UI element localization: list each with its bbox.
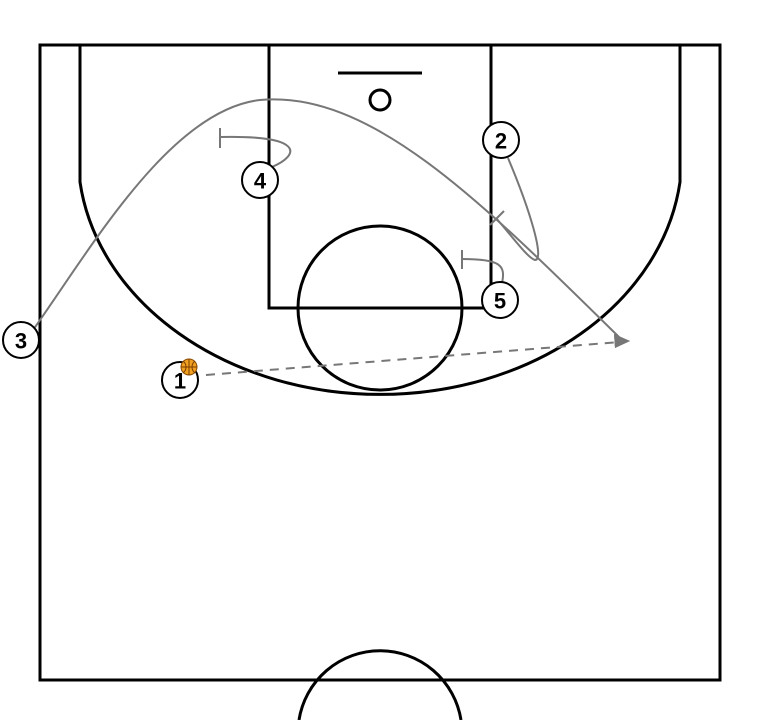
- player-1: 1: [161, 358, 199, 399]
- player-4-marker: [241, 161, 279, 199]
- paint-lane: [267, 43, 493, 310]
- center-circle: [297, 649, 463, 720]
- player-2-marker: [482, 121, 520, 159]
- court-lines: [38, 43, 722, 720]
- basketball-seam: [181, 359, 197, 375]
- movement-lines: [32, 98, 630, 376]
- free-throw-circle: [296, 224, 464, 392]
- player-3-cut-path: [32, 98, 623, 341]
- court-boundary: [38, 43, 722, 682]
- player-2-screen-bar: [489, 210, 505, 226]
- player-2-label: 2: [495, 129, 507, 154]
- player-5-marker: [481, 281, 519, 319]
- player-5-label: 5: [494, 289, 506, 314]
- basket-rim: [368, 88, 392, 112]
- pass-line: [205, 341, 621, 376]
- pass-arrowhead: [614, 334, 630, 348]
- player-3: 3: [2, 321, 40, 359]
- player-1-label: 1: [174, 369, 186, 394]
- player-5-screen-path: [461, 258, 504, 284]
- player-5: 5: [481, 281, 519, 319]
- player-2-screen-path: [495, 157, 540, 262]
- player-4: 4: [241, 161, 279, 199]
- player-4-screen-path: [219, 135, 292, 168]
- player-3-label: 3: [15, 329, 27, 354]
- basketball-icon: [180, 358, 198, 376]
- player-3-marker: [2, 321, 40, 359]
- three-point-line: [78, 45, 682, 396]
- player-4-label: 4: [254, 169, 267, 194]
- player-2: 2: [482, 121, 520, 159]
